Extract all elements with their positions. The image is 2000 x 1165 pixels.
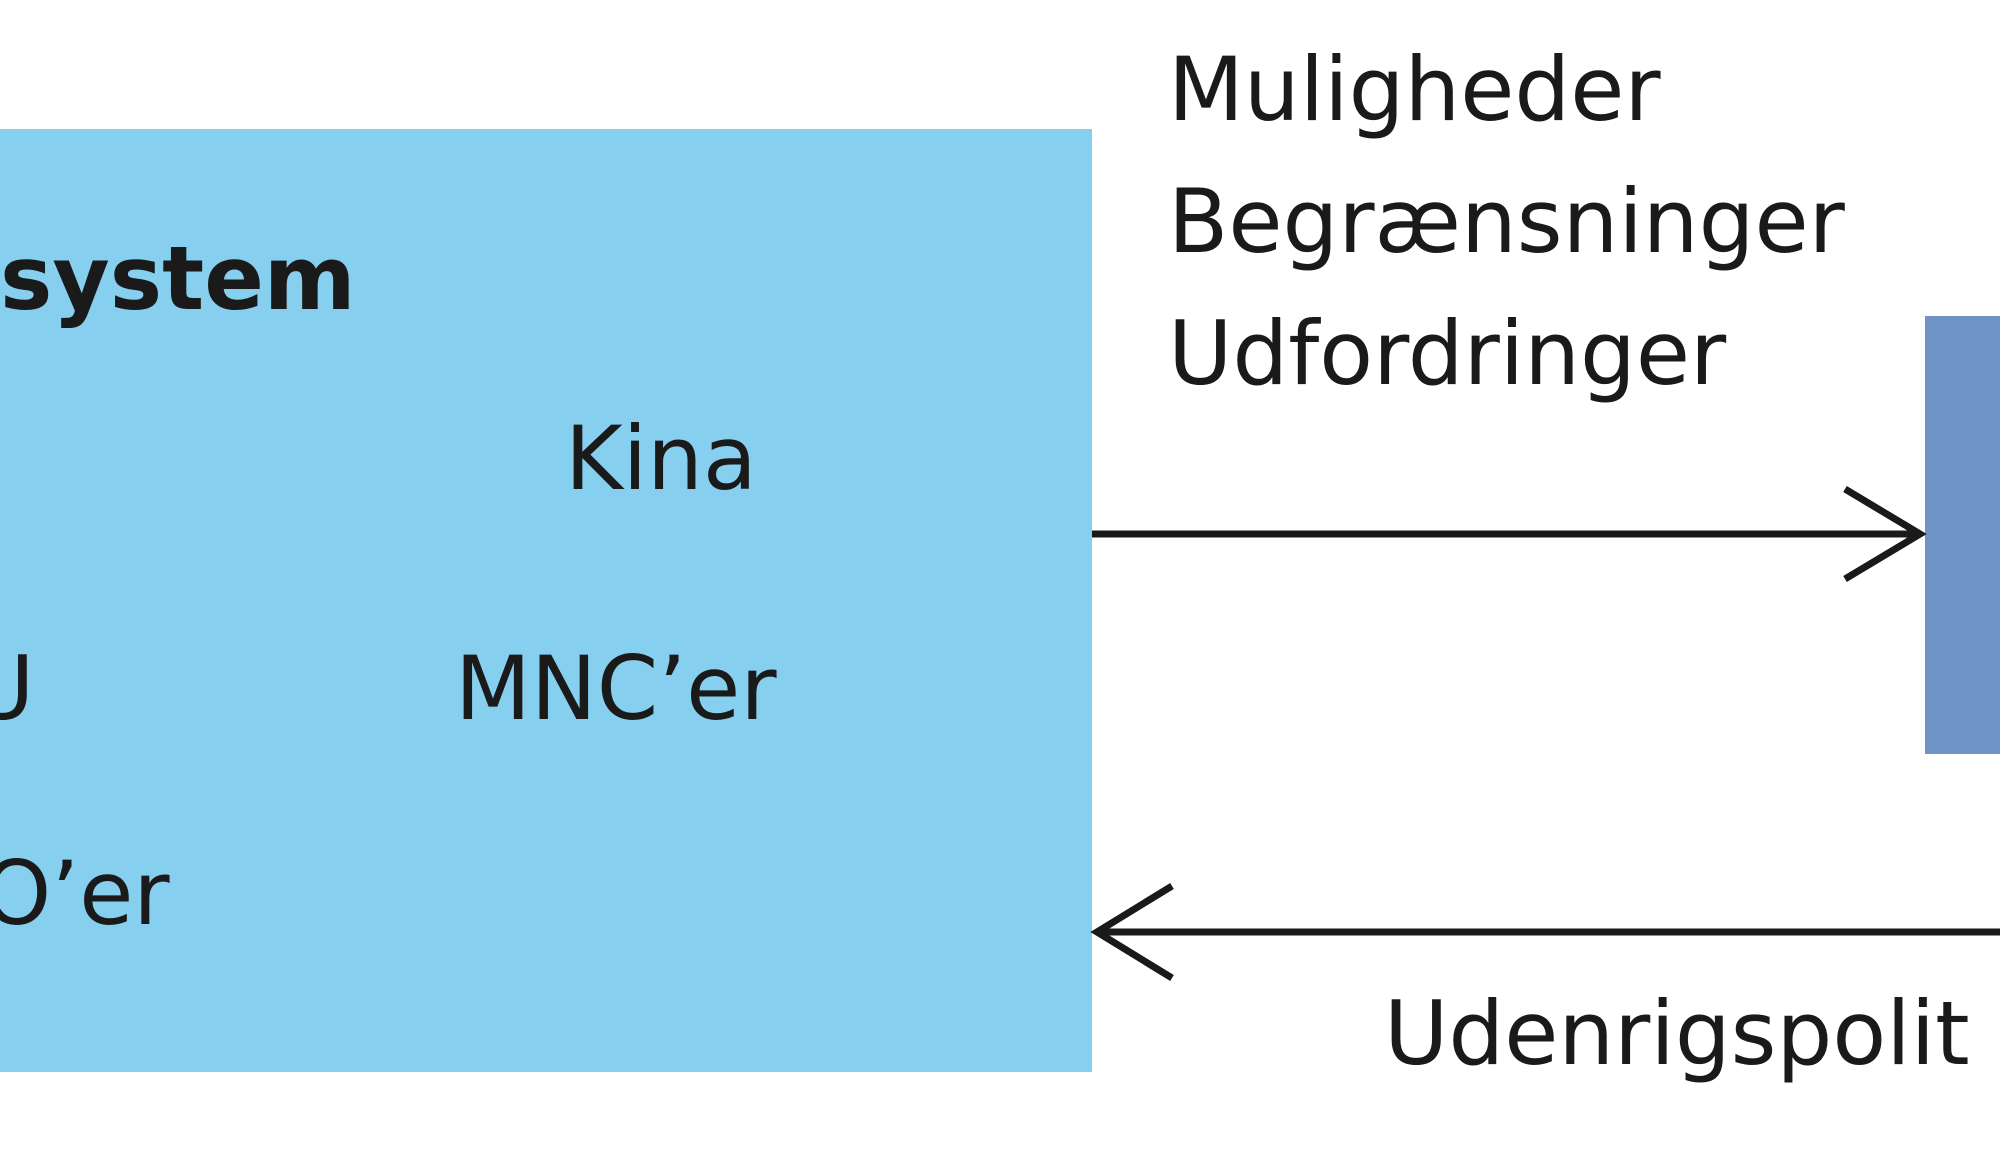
left-box-item-col1-row2: U: [0, 637, 35, 740]
left-box-item-col1-row1: l: [0, 415, 6, 503]
bottom-arrow-label: Udenrigspolit: [1384, 982, 1970, 1085]
right-box: [1925, 316, 2000, 754]
top-arrow: [1092, 485, 1927, 583]
left-box-item-mnc: MNC’er: [455, 637, 777, 740]
left-box-item-kina: Kina: [565, 407, 757, 510]
top-arrow-label-muligheder: Muligheder: [1168, 38, 1661, 141]
bottom-arrow: [1090, 883, 2000, 981]
left-system-box: [0, 129, 1092, 1072]
left-box-heading: system: [0, 227, 356, 330]
left-box-item-col1-row3: O’er: [0, 842, 170, 945]
top-arrow-label-begraensninger: Begrænsninger: [1168, 170, 1845, 273]
top-arrow-label-udfordringer: Udfordringer: [1168, 302, 1727, 405]
